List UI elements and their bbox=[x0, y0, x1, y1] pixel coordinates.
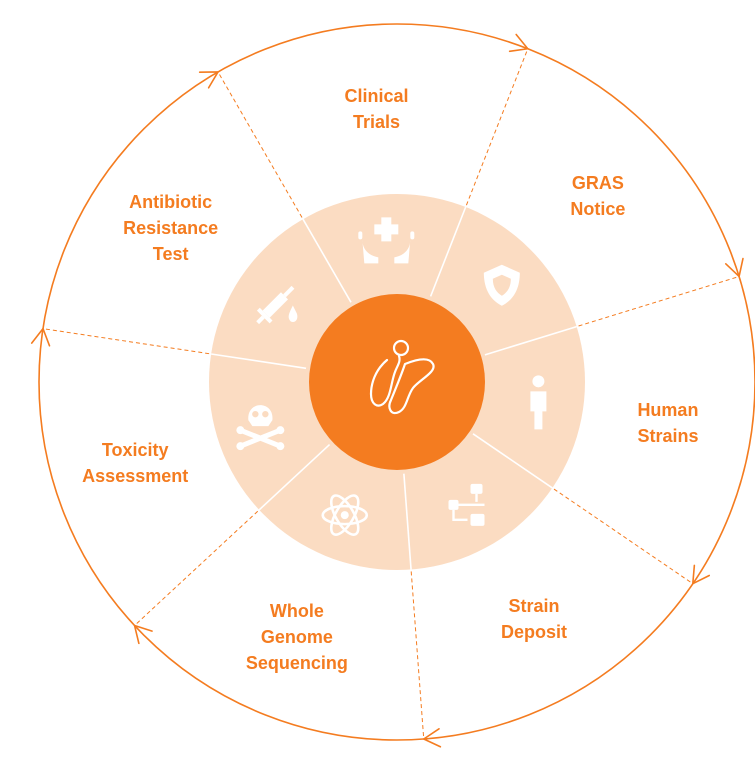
dashed-spoke bbox=[134, 510, 259, 626]
shield-icon bbox=[483, 264, 520, 306]
cycle-arrowhead bbox=[133, 624, 153, 645]
ring-divider bbox=[484, 325, 577, 356]
segment-label-line: Sequencing bbox=[245, 653, 348, 674]
flowchart-icon bbox=[448, 483, 485, 526]
segment-label-line: Genome bbox=[260, 627, 333, 648]
dashed-spoke bbox=[465, 48, 529, 206]
segment-label-line: Toxicity bbox=[101, 439, 169, 460]
outer-cycle-ring bbox=[30, 23, 755, 748]
segment-label-line: Strain bbox=[508, 596, 560, 617]
segment-label-line: Deposit bbox=[501, 622, 568, 643]
person-icon bbox=[530, 375, 547, 430]
segment-label-line: Human bbox=[637, 399, 699, 420]
center-hub bbox=[309, 294, 485, 470]
center-circle bbox=[309, 294, 485, 470]
atom-icon bbox=[321, 494, 369, 536]
ring-divider bbox=[403, 473, 412, 570]
segment-label-gras-notice: GRAS Notice bbox=[570, 170, 625, 222]
cycle-arrowhead bbox=[724, 257, 744, 278]
hands-medical-cross-icon bbox=[358, 217, 415, 264]
segment-label-line: Whole bbox=[269, 601, 324, 622]
segment-label-line: Antibiotic bbox=[129, 191, 213, 212]
dashed-spoke bbox=[410, 571, 425, 740]
bacteria-icon bbox=[369, 339, 435, 415]
cycle-arrowhead bbox=[422, 728, 442, 748]
segment-label-line: Clinical bbox=[344, 85, 409, 106]
dashed-spokes bbox=[42, 48, 740, 740]
segment-label-line: Assessment bbox=[82, 465, 189, 486]
cycle-arrowhead bbox=[508, 33, 529, 53]
cycle-arrowhead bbox=[691, 564, 711, 585]
segment-label-line: Strains bbox=[637, 425, 699, 446]
segment-label-line: Notice bbox=[570, 198, 626, 219]
ring-divider bbox=[258, 443, 331, 511]
syringe-drop-icon bbox=[256, 285, 298, 325]
ring-divider bbox=[210, 353, 307, 370]
dashed-spoke bbox=[553, 488, 694, 585]
skull-crossbones-icon bbox=[236, 405, 285, 451]
segment-label-line: Resistance bbox=[123, 217, 219, 238]
outer-ring-circle bbox=[38, 23, 755, 741]
dashed-spoke bbox=[217, 71, 303, 218]
ring-divider bbox=[429, 206, 467, 297]
segment-label-line: Test bbox=[152, 243, 189, 264]
dashed-spoke bbox=[42, 328, 210, 355]
cycle-arrowhead bbox=[30, 327, 51, 347]
segment-label-line: GRAS bbox=[571, 172, 624, 193]
dashed-spoke bbox=[578, 275, 740, 327]
cycle-arrowhead bbox=[198, 71, 219, 89]
segment-label-line: Trials bbox=[353, 111, 401, 132]
ring-divider bbox=[472, 433, 553, 489]
ring-divider bbox=[302, 218, 352, 303]
